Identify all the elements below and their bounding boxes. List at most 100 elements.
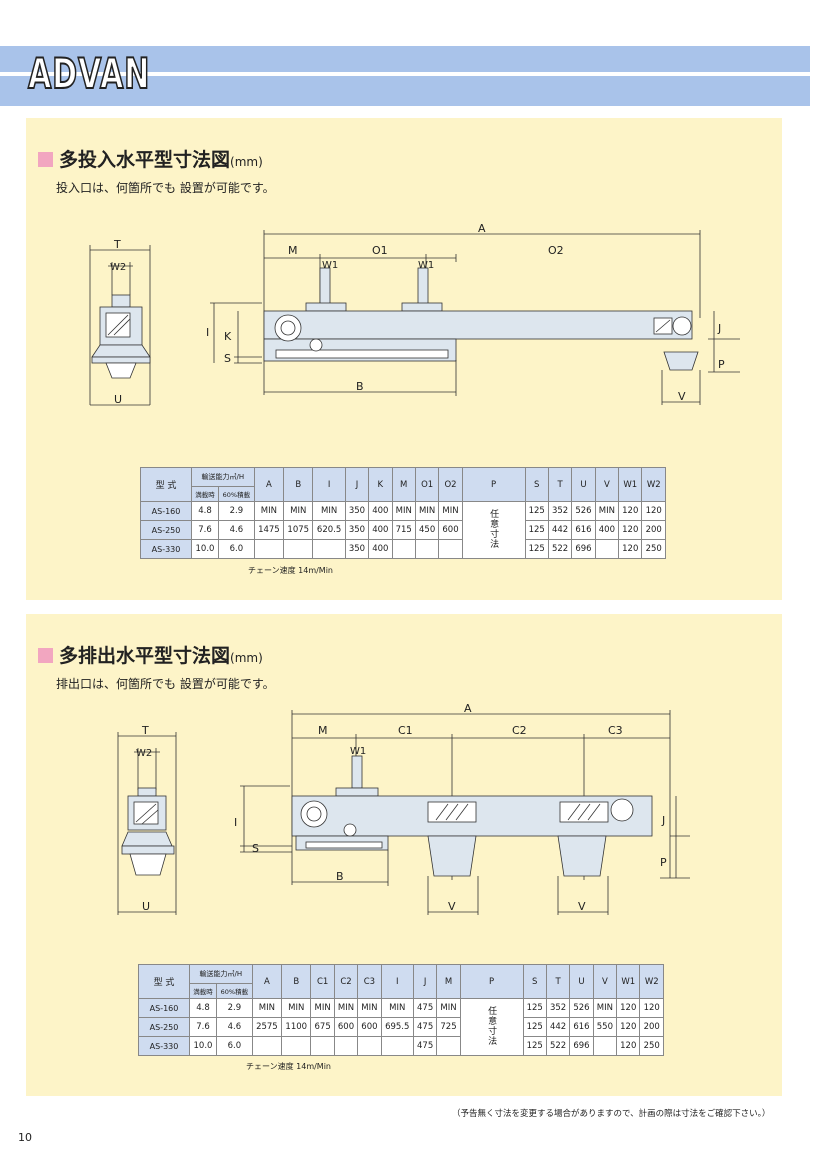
table1-cell-A: MIN bbox=[253, 501, 285, 521]
spec-table-multi-outlet: 型 式 輸送能力㎥/H A B C1 C2 C3 I J M P S T U V… bbox=[138, 964, 664, 1056]
table1-cell-W2: 200 bbox=[641, 520, 666, 540]
header-band bbox=[0, 46, 810, 106]
table1-cell-W2: 250 bbox=[641, 539, 666, 559]
table2-cell-C3: 600 bbox=[357, 1017, 382, 1037]
table2-cell-S: 125 bbox=[522, 998, 547, 1018]
table1-cell-S: 125 bbox=[524, 520, 549, 540]
table1-cell-U: 616 bbox=[571, 520, 596, 540]
section-multi-outlet-subtitle: 排出口は、何箇所でも 設置が可能です。 bbox=[56, 677, 275, 691]
pink-bullet-icon bbox=[38, 152, 53, 167]
section-multi-inlet-title-text: 多投入水平型寸法図 bbox=[59, 149, 231, 171]
table2-cell-S: 125 bbox=[522, 1017, 547, 1037]
table1-cell-O1: MIN bbox=[414, 501, 440, 521]
table1-cell-B: MIN bbox=[283, 501, 314, 521]
table2-cell-V: 550 bbox=[592, 1017, 618, 1037]
table1-header-model: 型 式 bbox=[140, 467, 192, 502]
section2-chain-speed: チェーン速度 14m/Min bbox=[246, 1062, 332, 1071]
section-multi-outlet-title-text: 多排出水平型寸法図 bbox=[59, 645, 231, 667]
table2-cell-U: 696 bbox=[569, 1036, 594, 1056]
table1-header-M: M bbox=[391, 467, 416, 502]
table2-cell-C1: MIN bbox=[310, 998, 335, 1018]
table2-cell-model: AS-250 bbox=[138, 1017, 190, 1037]
table2-header-B: B bbox=[281, 964, 312, 999]
table2-header-I: I bbox=[380, 964, 414, 999]
table1-cell-cap-60: 2.9 bbox=[217, 501, 255, 521]
drawing2-label-V-first: V bbox=[448, 900, 456, 913]
table2-cell-cap-60: 4.6 bbox=[215, 1017, 253, 1037]
pink-bullet-icon bbox=[38, 648, 53, 663]
table2-cell-J: 475 bbox=[412, 998, 438, 1018]
table2-cell-C2: MIN bbox=[333, 998, 359, 1018]
table2-cell-model: AS-330 bbox=[138, 1036, 190, 1056]
table2-header-T: T bbox=[545, 964, 571, 999]
table2-cell-W2: 200 bbox=[639, 1017, 664, 1037]
table2-cell-cap-60: 2.9 bbox=[215, 998, 253, 1018]
table1-header-I: I bbox=[312, 467, 346, 502]
drawing2-label-I: I bbox=[234, 816, 237, 829]
table2-cell-J: 475 bbox=[412, 1017, 438, 1037]
drawing1-label-I: I bbox=[206, 326, 209, 339]
table2-cell-cap-60: 6.0 bbox=[215, 1036, 253, 1056]
table1-cell-cap-full: 7.6 bbox=[191, 520, 219, 540]
table1-header-K: K bbox=[368, 467, 393, 502]
table1-cell-model: AS-250 bbox=[140, 520, 192, 540]
table2-cell-J: 475 bbox=[412, 1036, 438, 1056]
table2-cell-I: 695.5 bbox=[380, 1017, 414, 1037]
header-band-top-stripe bbox=[0, 46, 810, 72]
table1-cell-K: 400 bbox=[368, 520, 393, 540]
table1-cell-J: 350 bbox=[344, 539, 370, 559]
table1-cell-P-text: 任意寸法 bbox=[488, 508, 499, 549]
table1-cell-V: 400 bbox=[594, 520, 620, 540]
table2-cell-P-text: 任意寸法 bbox=[486, 1005, 497, 1046]
drawing1-label-U: U bbox=[114, 393, 122, 406]
table1-header-O1: O1 bbox=[414, 467, 440, 502]
drawing2-label-J: J bbox=[661, 814, 665, 827]
drawing2-label-T: T bbox=[141, 724, 149, 737]
table-row: AS-160 4.8 2.9 MIN MIN MIN MIN MIN MIN 4… bbox=[138, 998, 664, 1056]
section1-chain-speed: チェーン速度 14m/Min bbox=[248, 566, 334, 575]
table1-cell-I bbox=[312, 539, 346, 559]
table1-cell-K: 400 bbox=[368, 539, 393, 559]
table2-header-V: V bbox=[592, 964, 618, 999]
drawing2-label-C2: C2 bbox=[512, 724, 527, 737]
table1-cell-model: AS-330 bbox=[140, 539, 192, 559]
table1-header-V: V bbox=[594, 467, 620, 502]
table1-cell-T: 522 bbox=[547, 539, 573, 559]
drawing2-label-M: M bbox=[318, 724, 328, 737]
table2-header-J: J bbox=[412, 964, 438, 999]
table2-cell-I: MIN bbox=[380, 998, 414, 1018]
table2-cell-C3 bbox=[357, 1036, 382, 1056]
table2-cell-cap-full: 4.8 bbox=[189, 998, 217, 1018]
table1-cell-M bbox=[391, 539, 416, 559]
drawing1-label-T: T bbox=[113, 238, 121, 251]
table1-cell-O1 bbox=[414, 539, 440, 559]
drawing1-label-J: J bbox=[717, 322, 721, 335]
table2-cell-C3: MIN bbox=[357, 998, 382, 1018]
table1-cell-W1: 120 bbox=[618, 520, 643, 540]
drawing2-label-P: P bbox=[660, 856, 667, 869]
table1-cell-I: 620.5 bbox=[312, 520, 346, 540]
table1-cell-S: 125 bbox=[524, 539, 549, 559]
table2-cell-A bbox=[251, 1036, 283, 1056]
table2-cell-U: 616 bbox=[569, 1017, 594, 1037]
table2-cell-V: MIN bbox=[592, 998, 618, 1018]
table2-cell-W1: 120 bbox=[616, 998, 641, 1018]
table1-header-O2: O2 bbox=[438, 467, 463, 502]
table2-header-capacity: 輸送能力㎥/H bbox=[189, 964, 253, 984]
section-multi-outlet-unit: (mm) bbox=[230, 651, 263, 665]
table1-header-A: A bbox=[253, 467, 285, 502]
section-multi-inlet-unit: (mm) bbox=[230, 155, 263, 169]
table1-cell-W1: 120 bbox=[618, 501, 643, 521]
table1-header-W1: W1 bbox=[618, 467, 643, 502]
table1-cell-cap-full: 4.8 bbox=[191, 501, 219, 521]
table1-cell-cap-60: 4.6 bbox=[217, 520, 255, 540]
drawing2-label-V-second: V bbox=[578, 900, 586, 913]
table2-header-C3: C3 bbox=[357, 964, 382, 999]
header-band-bottom-stripe bbox=[0, 76, 810, 106]
table1-cell-O2 bbox=[438, 539, 463, 559]
table1-cell-A bbox=[253, 539, 285, 559]
table-row: AS-330 10.0 6.0 350 400 125 522 696 120 … bbox=[140, 539, 666, 559]
section-multi-outlet-title: 多排出水平型寸法図(mm) bbox=[38, 641, 263, 668]
table1-cell-cap-full: 10.0 bbox=[191, 539, 219, 559]
drawing2-front-view bbox=[240, 710, 690, 915]
